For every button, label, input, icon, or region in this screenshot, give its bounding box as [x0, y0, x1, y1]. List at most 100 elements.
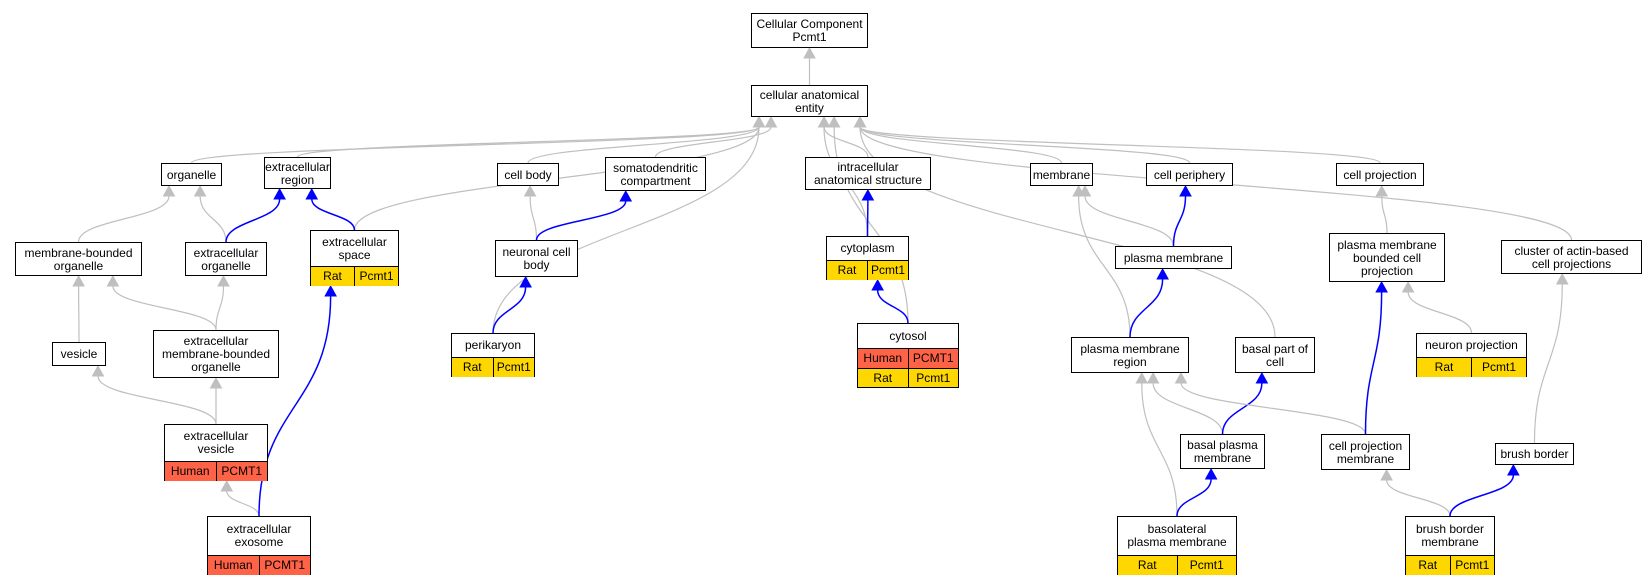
species-cell: Rat — [452, 358, 493, 377]
node-basal-plasma-membrane[interactable]: basal plasma membrane — [1180, 434, 1265, 469]
species-cell: Rat — [827, 261, 867, 280]
edge-plasma-membrane-to-cell-periphery — [1172, 195, 1187, 247]
arrowhead — [1174, 371, 1188, 384]
species-cell: Rat — [1118, 556, 1177, 575]
node-basal-part-of-cell[interactable]: basal part of cell — [1235, 337, 1315, 373]
node-intracellular-anatomical-structure[interactable]: intracellular anatomical structure — [805, 157, 931, 190]
arrowhead — [1255, 371, 1269, 384]
edge-neuronal-cell-body-to-cell-body — [529, 195, 538, 241]
node-label: plasma membrane region — [1080, 341, 1180, 369]
node-somatodendritic-compartment[interactable]: somatodendritic compartment — [605, 157, 706, 191]
node-label: neuronal cell body — [502, 245, 571, 272]
node-label: cytoplasm — [840, 241, 895, 255]
arrowhead — [817, 115, 831, 128]
edge-neuronal-cell-body-to-somatodendritic-compartment — [535, 200, 627, 241]
node-label: intracellular anatomical structure — [813, 160, 923, 187]
node-label: cell body — [504, 167, 552, 182]
node-plasma-membrane-region[interactable]: plasma membrane region — [1071, 337, 1189, 373]
node-pm-bounded-cell-projection[interactable]: plasma membrane bounded cell projection — [1329, 233, 1445, 282]
node-label: Cellular Component Pcmt1 — [756, 17, 863, 44]
node-vesicle[interactable]: vesicle — [52, 342, 106, 366]
node-label: cell projection membrane — [1328, 438, 1403, 466]
arrowhead — [1555, 272, 1569, 285]
edge-extracellular-organelle-to-organelle — [199, 195, 227, 243]
arrowhead — [1156, 267, 1169, 280]
arrowhead — [752, 115, 766, 128]
node-label: perikaryon — [464, 338, 522, 352]
node-membrane-bounded-organelle[interactable]: membrane-bounded organelle — [15, 242, 142, 276]
edge-basal-plasma-membrane-to-plasma-membrane-region — [1152, 382, 1224, 435]
edge-extracellular-organelle-to-extracellular-region — [225, 198, 281, 243]
node-label: brush border membrane — [1415, 522, 1485, 549]
node-extracellular-region[interactable]: extracellular region — [264, 157, 331, 189]
edge-extracellular-exosome-to-extracellular-vesicle — [226, 490, 260, 517]
arrowhead — [193, 184, 207, 197]
species-cell: Rat — [311, 267, 354, 286]
arrowhead — [162, 184, 176, 197]
node-label: extracellular exosome — [226, 522, 292, 549]
node-label: extracellular organelle — [193, 245, 259, 273]
edge-cell-projection-to-cae — [859, 126, 1381, 164]
node-brush-border[interactable]: brush border — [1495, 443, 1574, 465]
arrowhead — [217, 274, 230, 287]
edge-extracellular-mb-organelle-to-extracellular-organelle — [215, 285, 225, 331]
arrowhead — [803, 46, 816, 59]
node-root[interactable]: Cellular Component Pcmt1 — [751, 13, 868, 48]
node-label: plasma membrane — [1123, 250, 1224, 265]
node-label: cytosol — [889, 328, 927, 343]
edge-somatodendritic-compartment-to-cae — [654, 126, 772, 158]
arrowhead — [1135, 371, 1149, 384]
node-cell-projection-membrane[interactable]: cell projection membrane — [1321, 434, 1410, 470]
node-label: cluster of actin-based cell projections — [1514, 243, 1629, 271]
node-plasma-membrane[interactable]: plasma membrane — [1115, 246, 1232, 269]
edge-basolateral-plasma-membrane-to-plasma-membrane-region — [1141, 382, 1178, 517]
node-label: membrane — [1032, 167, 1091, 182]
arrowhead — [1179, 184, 1192, 197]
node-cluster-actin[interactable]: cluster of actin-based cell projections — [1501, 240, 1642, 274]
node-extracellular-mb-organelle[interactable]: extracellular membrane-bounded organelle — [153, 330, 279, 378]
arrowhead — [305, 187, 319, 200]
node-cell-periphery[interactable]: cell periphery — [1146, 163, 1233, 186]
edge-basolateral-plasma-membrane-to-basal-plasma-membrane — [1176, 478, 1212, 517]
arrowhead — [523, 184, 537, 197]
node-label: cell periphery — [1153, 167, 1226, 182]
species-cell: Human — [208, 556, 259, 575]
node-cell-body[interactable]: cell body — [497, 163, 559, 186]
arrowhead — [871, 278, 884, 291]
node-cell-projection[interactable]: cell projection — [1336, 163, 1424, 186]
node-organelle[interactable]: organelle — [161, 163, 222, 186]
arrowhead — [220, 479, 234, 492]
node-extracellular-organelle[interactable]: extracellular organelle — [185, 242, 267, 276]
arrowhead — [1204, 467, 1218, 480]
node-label: membrane-bounded organelle — [24, 245, 133, 273]
edge-extracellular-space-to-extracellular-region — [311, 198, 356, 231]
species-cell: Rat — [1406, 556, 1450, 575]
node-neuronal-cell-body[interactable]: neuronal cell body — [495, 240, 578, 277]
edge-perikaryon-to-cae — [492, 126, 760, 334]
edge-neuron-projection-to-pm-bounded-cell-projection — [1407, 291, 1473, 334]
node-label: extracellular membrane-bounded organelle — [161, 334, 271, 374]
edge-cell-body-to-cae — [527, 126, 760, 164]
node-label: basal part of cell — [1241, 341, 1309, 369]
node-membrane[interactable]: membrane — [1030, 163, 1093, 186]
node-label: brush border — [1500, 447, 1569, 461]
node-label: extracellular region — [265, 159, 330, 187]
node-cae[interactable]: cellular anatomical entity — [751, 85, 868, 117]
node-label: organelle — [166, 167, 217, 182]
gene-cell: Pcmt1 — [1471, 358, 1526, 377]
